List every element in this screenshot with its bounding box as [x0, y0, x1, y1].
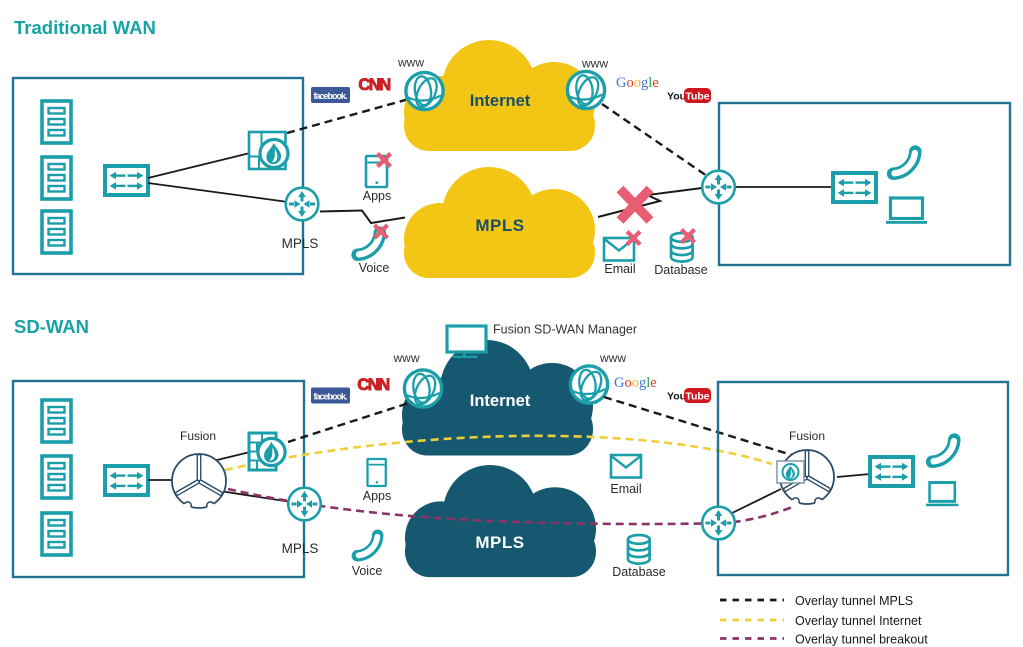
svg-text:Tube: Tube: [685, 91, 709, 103]
svg-text:Fusion: Fusion: [180, 429, 216, 443]
svg-text:Database: Database: [654, 263, 708, 277]
svg-text:Apps: Apps: [363, 189, 392, 203]
svg-text:Overlay tunnel breakout: Overlay tunnel breakout: [795, 633, 928, 647]
svg-text:Google: Google: [614, 375, 657, 391]
svg-text:CNN: CNN: [357, 376, 389, 394]
svg-text:Traditional WAN: Traditional WAN: [14, 17, 156, 38]
svg-text:facebook.: facebook.: [314, 392, 348, 402]
svg-text:Email: Email: [604, 262, 635, 276]
svg-text:Internet: Internet: [470, 92, 531, 110]
svg-text:Tube: Tube: [685, 391, 709, 403]
svg-text:Overlay tunnel MPLS: Overlay tunnel MPLS: [795, 594, 913, 608]
svg-text:Fusion SD-WAN Manager: Fusion SD-WAN Manager: [493, 323, 637, 337]
svg-text:MPLS: MPLS: [475, 533, 524, 552]
svg-text:Voice: Voice: [352, 564, 383, 578]
svg-text:facebook.: facebook.: [314, 91, 348, 101]
svg-text:Google: Google: [616, 75, 659, 91]
svg-text:www: www: [599, 351, 626, 365]
svg-text:Email: Email: [610, 482, 641, 496]
svg-text:CNN: CNN: [358, 76, 390, 94]
svg-text:www: www: [581, 57, 608, 71]
svg-text:You: You: [667, 391, 686, 403]
svg-text:Fusion: Fusion: [789, 429, 825, 443]
svg-text:MPLS: MPLS: [282, 236, 319, 251]
svg-text:Apps: Apps: [363, 489, 392, 503]
svg-text:Internet: Internet: [470, 392, 531, 410]
svg-text:MPLS: MPLS: [475, 216, 524, 235]
svg-text:www: www: [393, 351, 420, 365]
svg-text:Voice: Voice: [359, 261, 390, 275]
svg-text:www: www: [397, 56, 424, 70]
svg-text:Overlay tunnel Internet: Overlay tunnel Internet: [795, 614, 922, 628]
svg-text:SD-WAN: SD-WAN: [14, 316, 89, 337]
svg-text:You: You: [667, 91, 686, 103]
svg-text:MPLS: MPLS: [282, 541, 319, 556]
svg-text:Database: Database: [612, 565, 666, 579]
